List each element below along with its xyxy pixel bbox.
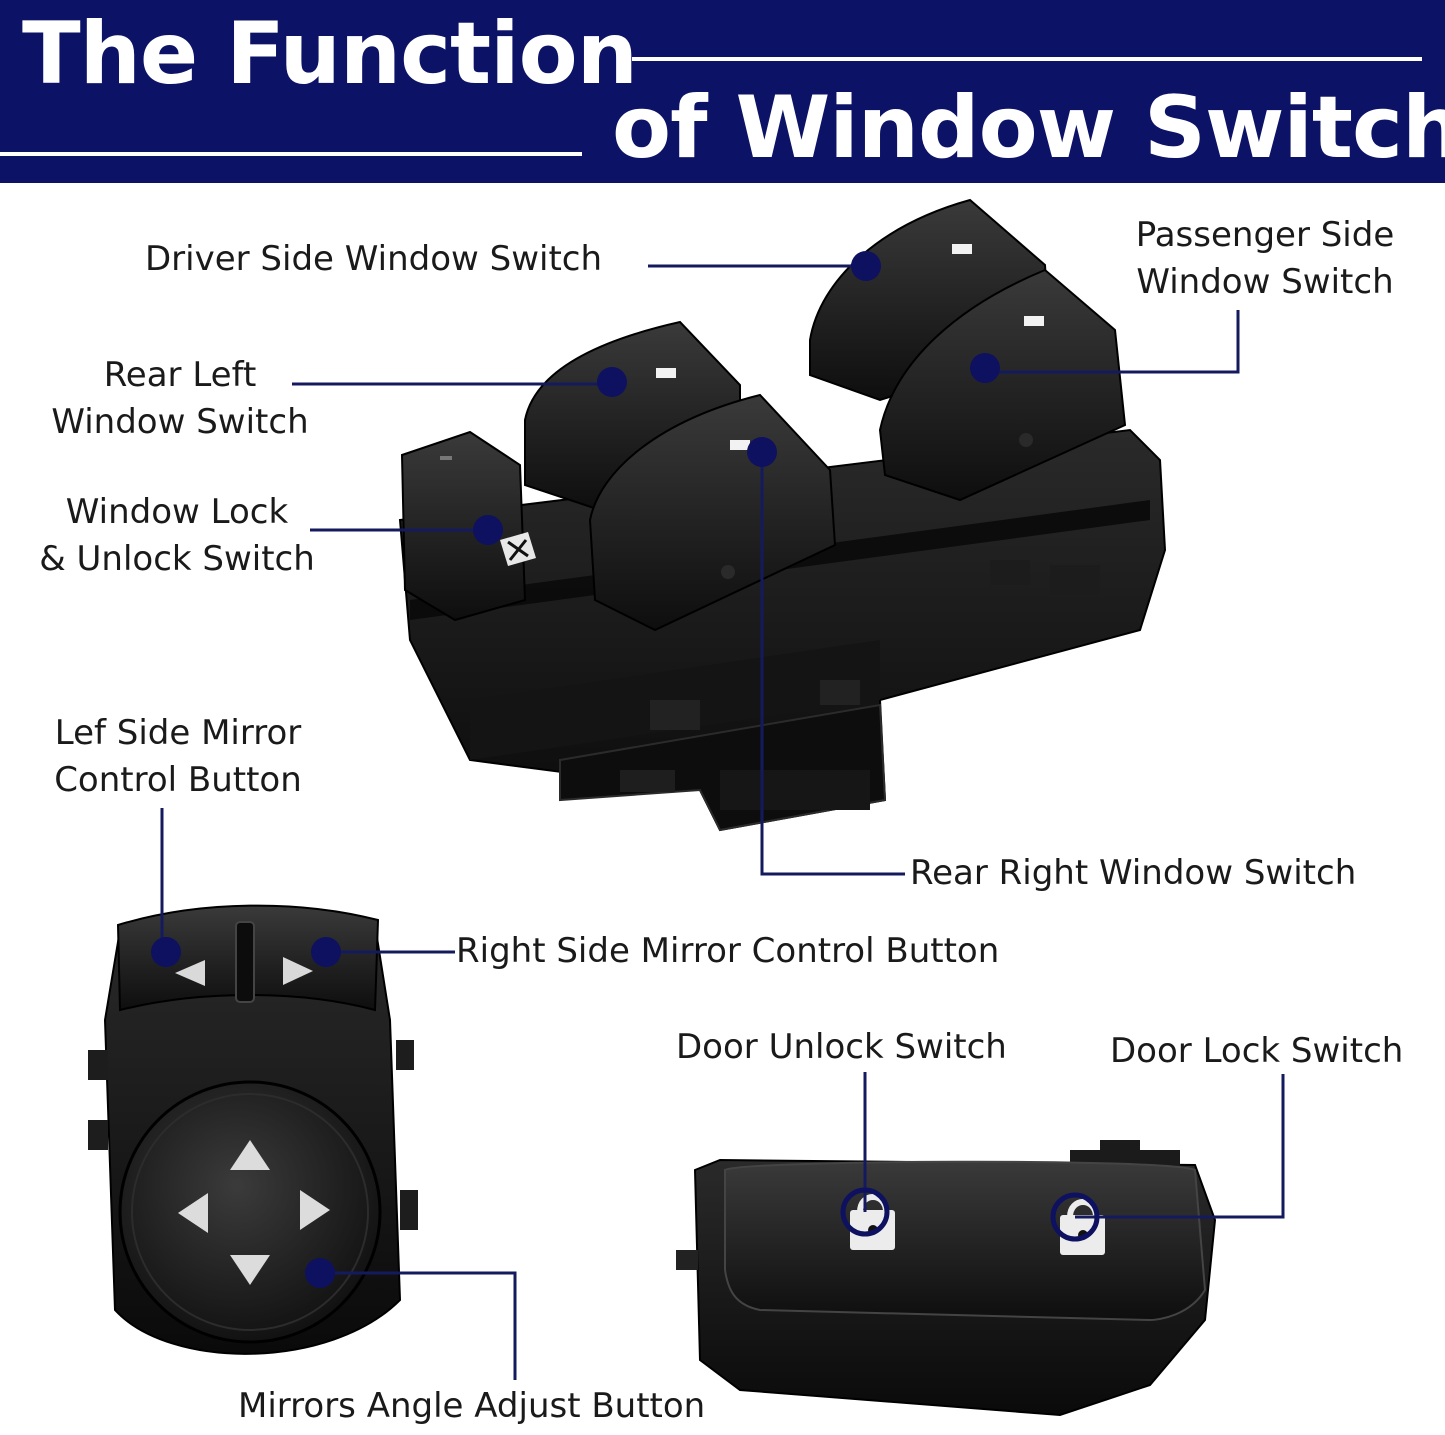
label-passenger-side-window-switch: Passenger Side Window Switch [1115,212,1415,306]
marker-mirror-angle [305,1258,335,1288]
title-line-1: The Function [22,4,638,104]
label-window-lock-line-1: Window Lock [65,492,289,532]
marker-door-lock [1050,1192,1100,1242]
label-rear-left-line-2: Window Switch [51,402,309,442]
title-line-2: of Window Switch [612,78,1445,178]
title-banner: The Function of Window Switch [0,0,1445,183]
mirror-control-assembly [88,904,418,1355]
label-left-side-mirror-control: Lef Side Mirror Control Button [28,710,328,804]
label-left-mirror-line-2: Control Button [54,760,302,800]
title-rule-top [632,57,1422,61]
label-rear-left-line-1: Rear Left [103,355,257,395]
label-passenger-line-2: Window Switch [1136,262,1394,302]
marker-rear-right [747,437,777,467]
leader-lines [160,264,1285,1380]
marker-window-lock [473,515,503,545]
callout-markers [151,251,1100,1288]
marker-passenger-side [970,353,1000,383]
label-rear-right-window-switch: Rear Right Window Switch [910,853,1357,893]
title-rule-bottom [0,152,582,156]
label-rear-left-window-switch: Rear Left Window Switch [30,352,330,446]
window-lock-switch [400,430,536,622]
front-window-switches [809,198,1127,502]
label-door-unlock-switch: Door Unlock Switch [676,1027,1007,1067]
label-window-lock-line-2: & Unlock Switch [39,539,315,579]
label-mirrors-angle-adjust: Mirrors Angle Adjust Button [238,1386,706,1426]
label-passenger-line-1: Passenger Side [1135,215,1395,255]
marker-driver-side [851,251,881,281]
label-window-lock-unlock-switch: Window Lock & Unlock Switch [22,489,332,583]
label-driver-side-window-switch: Driver Side Window Switch [145,239,603,279]
label-right-side-mirror-control: Right Side Mirror Control Button [456,931,1000,971]
marker-left-mirror [151,937,181,967]
marker-right-mirror [311,937,341,967]
label-left-mirror-line-1: Lef Side Mirror [54,713,302,753]
door-lock-assembly [676,1140,1217,1417]
marker-rear-left [597,367,627,397]
label-door-lock-switch: Door Lock Switch [1110,1031,1404,1071]
marker-door-unlock [840,1187,890,1237]
